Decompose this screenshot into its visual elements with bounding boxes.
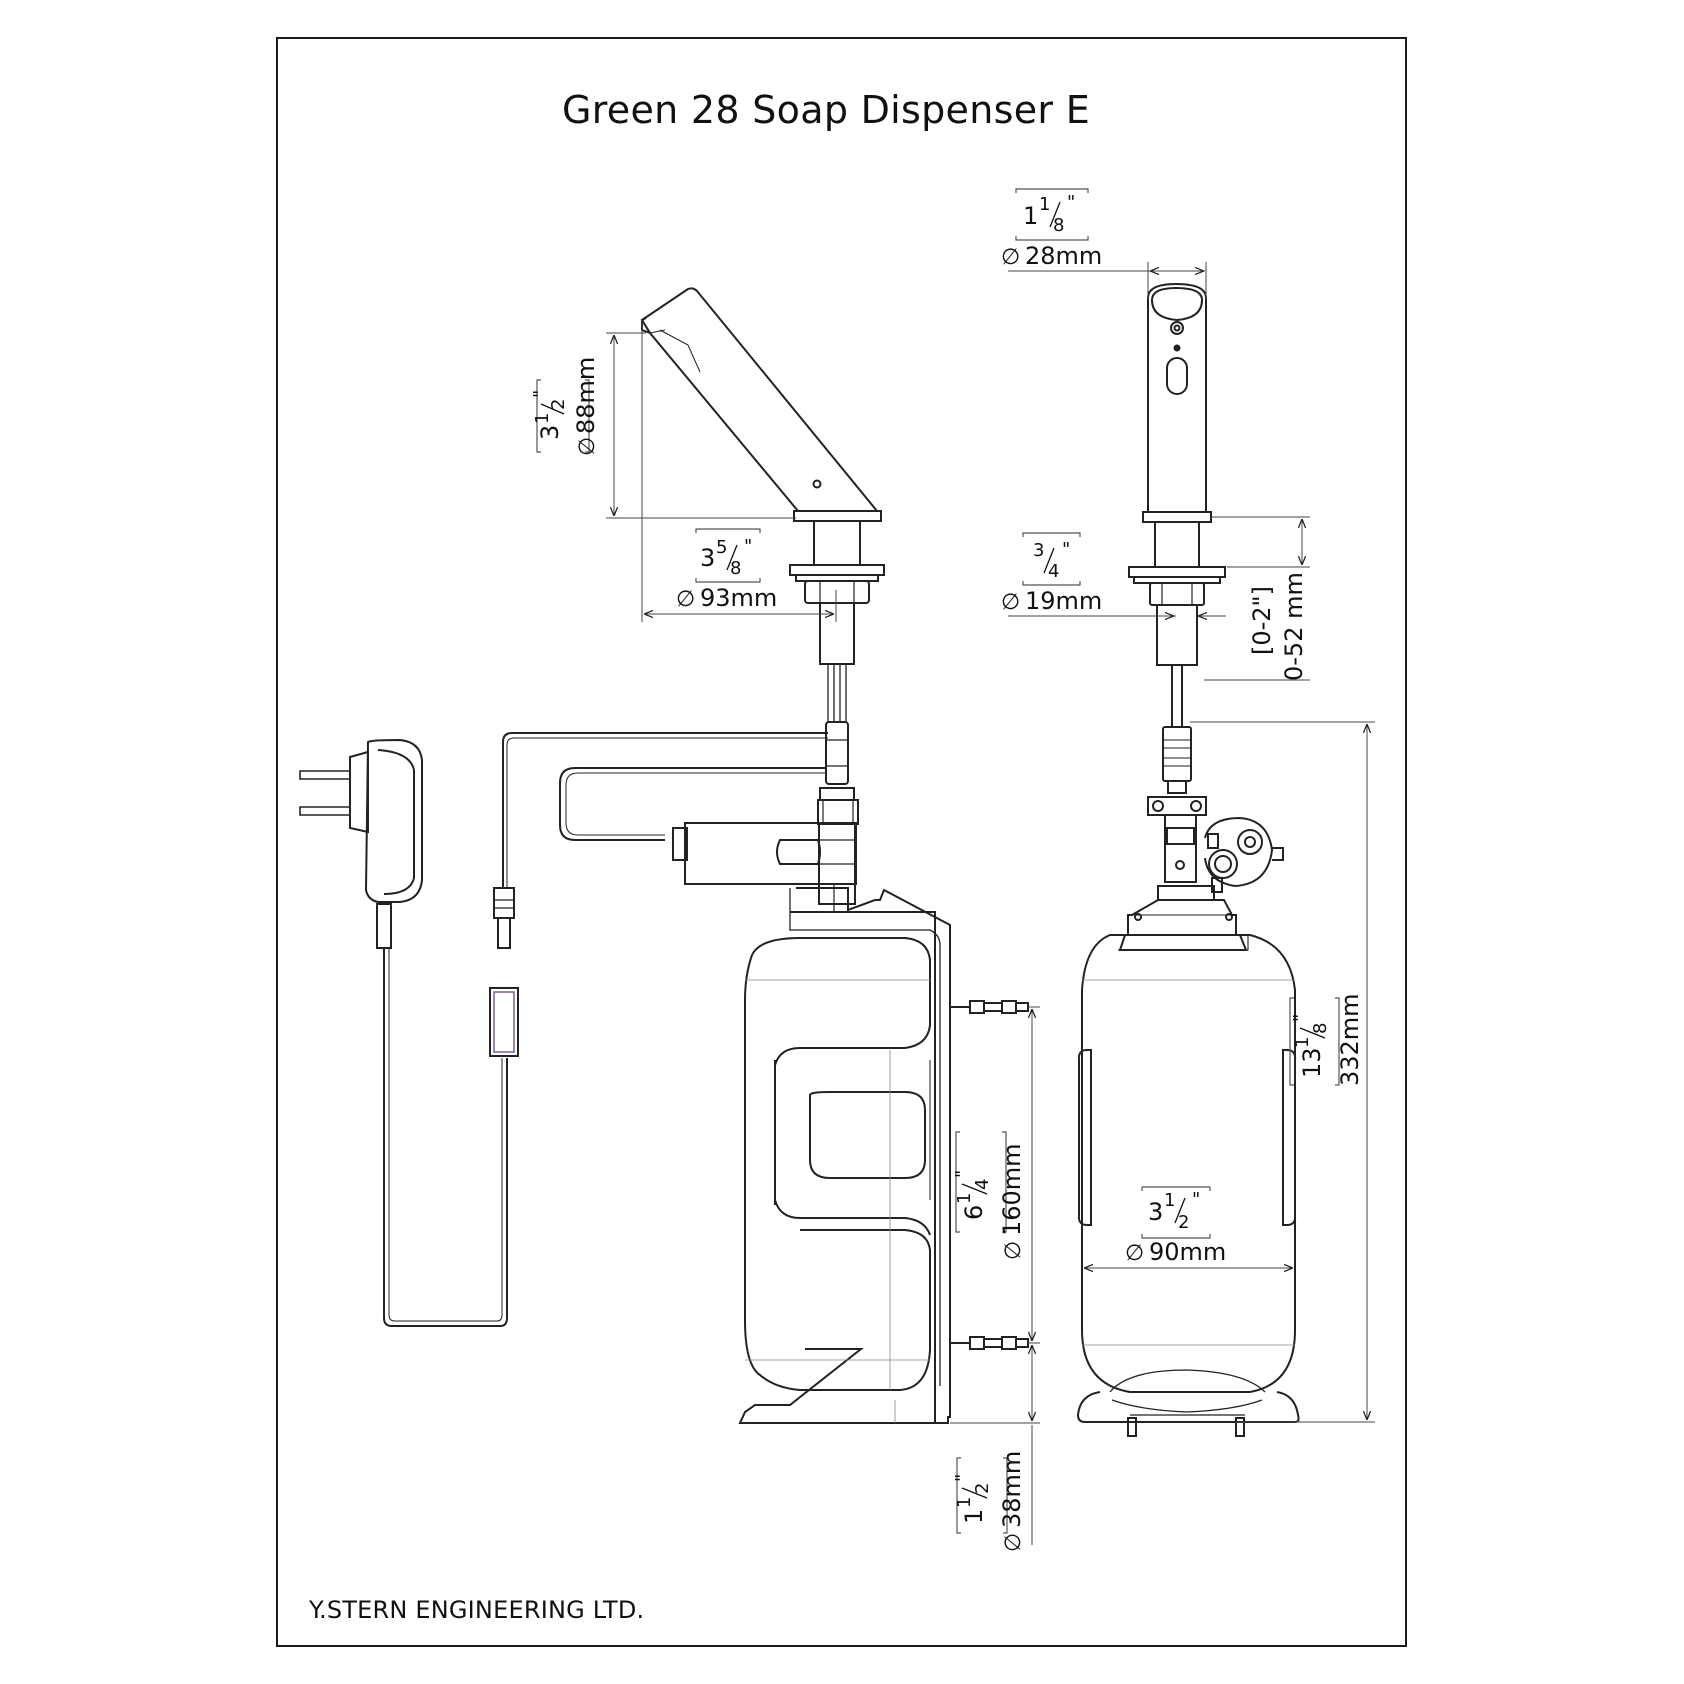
svg-text:1: 1 [954,1497,975,1508]
svg-text:": " [1290,1014,1311,1022]
front-view-tank [1076,934,1300,1437]
svg-text:∅: ∅ [1001,590,1020,615]
dim-mount-spacing: 6 1 4 " ∅ 160mm [952,1143,1026,1260]
svg-text:∅: ∅ [1001,1241,1026,1260]
svg-text:8: 8 [730,558,741,579]
dim-spout-height: 3 1 2 " ∅ 88mm [530,357,600,456]
side-view-spout [640,287,885,722]
side-view-tank [738,887,951,1424]
svg-text:1: 1 [1292,1037,1313,1048]
cable-connectors [489,732,828,1057]
svg-text:": " [530,390,551,398]
svg-text:90mm: 90mm [1149,1238,1226,1266]
svg-text:8: 8 [1053,215,1064,236]
power-adapter [299,738,508,1327]
svg-text:88mm: 88mm [572,357,600,434]
svg-text:3: 3 [536,425,564,440]
svg-text:28mm: 28mm [1025,242,1102,270]
svg-text:160mm: 160mm [998,1143,1026,1236]
svg-text:0-52 mm: 0-52 mm [1280,572,1308,681]
front-view-spout [1128,282,1226,727]
svg-text:8: 8 [1310,1023,1331,1034]
side-view-controller [559,721,859,912]
svg-text:2: 2 [548,399,569,410]
svg-text:1: 1 [954,1193,975,1204]
svg-text:1: 1 [960,1509,988,1524]
dim-tank-diameter: 3 1 2 " ∅ 90mm [1125,1189,1226,1266]
svg-text:3: 3 [1033,540,1044,561]
svg-text:6: 6 [960,1205,988,1220]
dim-spout-reach: 3 5 8 " ∅ 93mm [676,536,777,612]
front-view-valve [1118,726,1284,951]
svg-text:19mm: 19mm [1025,587,1102,615]
dim-total-height: 13 1 8 " 332mm [1290,993,1364,1086]
dimension-lines [606,262,1375,1545]
drawing-frame [276,37,1407,1647]
svg-text:": " [1192,1189,1200,1210]
dim-shank-diameter: 3 4 " ∅ 19mm [1001,539,1102,615]
dim-deck-range: [0-2"] 0-52 mm [1248,572,1308,681]
svg-text:∅: ∅ [676,587,695,612]
svg-text:2: 2 [972,1483,993,1494]
svg-text:2: 2 [1178,1212,1189,1233]
svg-text:1: 1 [1164,1190,1175,1211]
svg-text:93mm: 93mm [700,584,777,612]
svg-text:∅: ∅ [575,437,600,456]
svg-text:3: 3 [700,544,715,572]
dim-base-offset: 1 1 2 " ∅ 38mm [952,1451,1026,1552]
svg-text:13: 13 [1298,1047,1326,1078]
svg-text:4: 4 [972,1179,993,1190]
svg-text:1: 1 [532,413,553,424]
dimension-brackets [536,188,1340,1534]
dim-spout-diameter: 1 1 8 " ∅ 28mm [1001,192,1102,270]
svg-text:∅: ∅ [1001,1533,1026,1552]
svg-text:∅: ∅ [1001,245,1020,270]
svg-text:332mm: 332mm [1336,993,1364,1086]
svg-text:1: 1 [1023,202,1038,230]
svg-text:[0-2"]: [0-2"] [1248,586,1276,655]
page-title: Green 28 Soap Dispenser E [561,88,1091,132]
svg-text:": " [1067,192,1075,213]
svg-text:38mm: 38mm [998,1451,1026,1528]
svg-text:1: 1 [1039,194,1050,215]
svg-text:3: 3 [1148,1198,1163,1226]
svg-text:5: 5 [716,537,727,558]
svg-text:": " [1062,539,1070,560]
svg-text:": " [744,536,752,557]
svg-text:": " [952,1170,973,1178]
svg-text:4: 4 [1048,561,1059,582]
svg-text:∅: ∅ [1125,1241,1144,1266]
company-name: Y.STERN ENGINEERING LTD. [309,1596,645,1624]
svg-text:": " [952,1474,973,1482]
